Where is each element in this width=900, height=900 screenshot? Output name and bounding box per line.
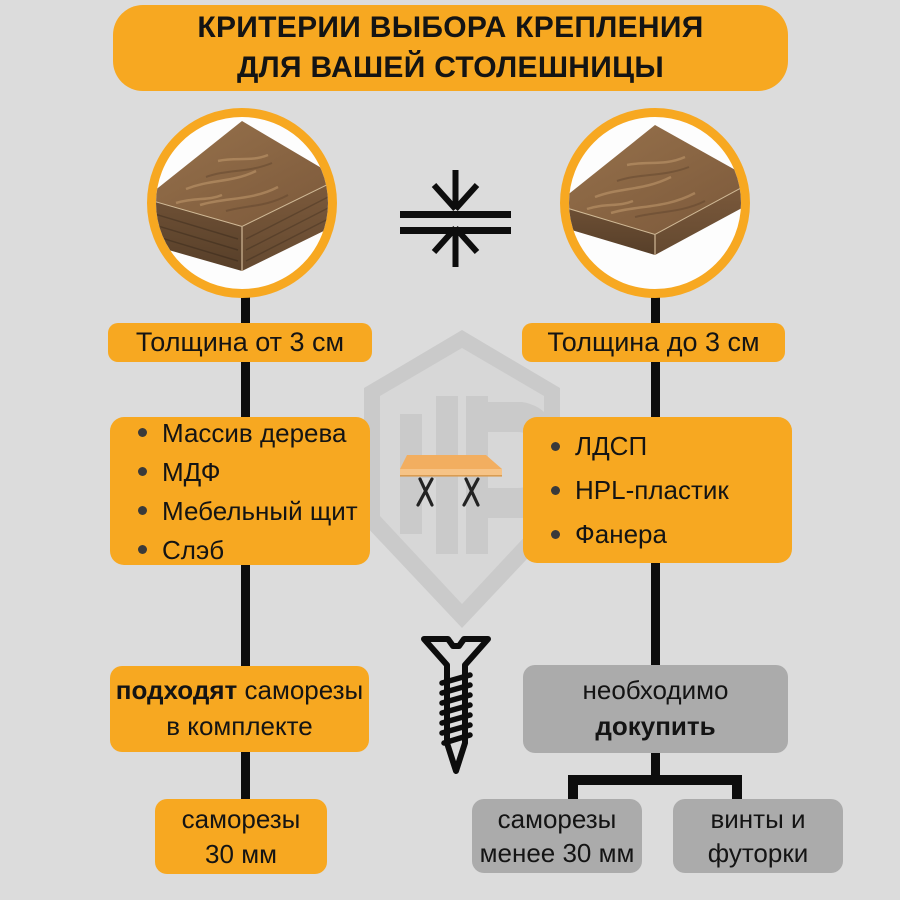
bullet-dot bbox=[551, 529, 560, 539]
thick-countertop-photo bbox=[147, 108, 337, 298]
thin-countertop-photo bbox=[560, 108, 750, 298]
title-line-2: ДЛЯ ВАШЕЙ СТОЛЕШНИЦЫ bbox=[236, 51, 664, 84]
left-recommendation-line-1: подходят саморезы bbox=[115, 675, 364, 706]
thin-slab-illustration bbox=[569, 125, 741, 255]
table-icon bbox=[398, 455, 504, 512]
bullet-dot bbox=[138, 428, 147, 437]
left-recommendation-line-2: в комплекте bbox=[166, 711, 313, 741]
right-thickness-label: Толщина до 3 см bbox=[522, 323, 785, 362]
material-item: HPL-пластик bbox=[551, 477, 782, 503]
material-item: Фанера bbox=[551, 521, 782, 547]
material-item: Массив дерева bbox=[138, 420, 360, 446]
left-thickness-label: Толщина от 3 см bbox=[108, 323, 372, 362]
title-line-1: КРИТЕРИИ ВЫБОРА КРЕПЛЕНИЯ bbox=[197, 11, 704, 45]
page-title: КРИТЕРИИ ВЫБОРА КРЕПЛЕНИЯ ДЛЯ ВАШЕЙ СТОЛ… bbox=[113, 5, 788, 91]
bullet-dot bbox=[551, 441, 560, 451]
connector-branch-left-stub bbox=[568, 775, 578, 801]
material-item: ЛДСП bbox=[551, 433, 782, 459]
material-item: Слэб bbox=[138, 537, 360, 563]
thickness-measure-icon bbox=[398, 170, 513, 272]
left-recommendation-box: подходят саморезы в комплекте bbox=[110, 666, 369, 752]
right-recommendation-line-1: необходимо bbox=[582, 675, 729, 706]
bullet-dot bbox=[138, 467, 147, 476]
material-item: Мебельный щит bbox=[138, 498, 360, 524]
left-fastener-box: саморезы 30 мм bbox=[155, 799, 327, 874]
fastener-box-screws-under-30: саморезы менее 30 мм bbox=[472, 799, 642, 873]
right-recommendation-line-2: докупить bbox=[595, 711, 716, 741]
right-recommendation-box: необходимо докупить bbox=[523, 665, 788, 753]
left-thickness-text: Толщина от 3 см bbox=[135, 327, 345, 357]
bullet-dot bbox=[551, 485, 560, 495]
connector-branch-right-stub bbox=[732, 775, 742, 801]
right-materials-list: ЛДСП HPL-пластик Фанера bbox=[523, 417, 792, 563]
screw-icon bbox=[419, 630, 493, 781]
fastener-box-bolts-and-bushings: винты и футорки bbox=[673, 799, 843, 873]
left-materials-list: Массив дерева МДФ Мебельный щит Слэб bbox=[110, 417, 370, 565]
bullet-dot bbox=[138, 545, 147, 554]
connector-branch-bar bbox=[568, 775, 742, 785]
thick-slab-illustration bbox=[156, 121, 328, 271]
bullet-dot bbox=[138, 506, 147, 515]
material-item: МДФ bbox=[138, 459, 360, 485]
right-thickness-text: Толщина до 3 см bbox=[547, 327, 760, 357]
